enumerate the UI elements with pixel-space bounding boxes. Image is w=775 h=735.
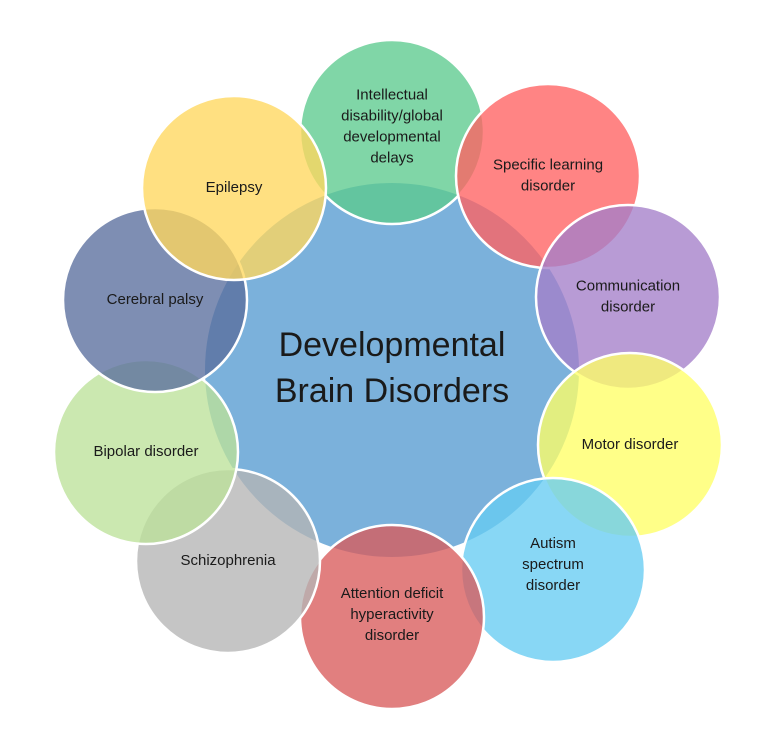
node-label-communication-line-2: disorder [601,298,655,315]
node-label-autism-line-3: disorder [526,577,580,594]
node-label-bipolar-line-1: Bipolar disorder [93,443,198,460]
node-label-intellectual-line-3: developmental [343,128,441,145]
node-label-intellectual-line-4: delays [370,149,413,166]
node-label-adhd-line-3: disorder [365,627,419,644]
node-label-cerebral-line-1: Cerebral palsy [107,291,204,308]
node-label-adhd-line-2: hyperactivity [350,606,434,623]
node-label-motor-line-1: Motor disorder [582,436,679,453]
center-title-line-1: Developmental [279,326,506,364]
node-label-epilepsy-line-1: Epilepsy [206,179,263,196]
node-label-learning-line-1: Specific learning [493,156,603,173]
node-label-intellectual-line-2: disability/global [341,107,443,124]
node-label-autism-line-2: spectrum [522,556,584,573]
node-label-learning-line-2: disorder [521,177,575,194]
circles-layer [52,38,724,711]
node-label-communication-line-1: Communication [576,277,680,294]
center-title-line-2: Brain Disorders [275,372,509,410]
node-label-intellectual-line-1: Intellectual [356,86,428,103]
labels-layer: Intellectual disability/global development… [93,86,680,644]
node-label-adhd-line-1: Attention deficit [341,585,444,602]
node-label-schizophrenia-line-1: Schizophrenia [180,552,276,569]
node-label-autism-line-1: Autism [530,535,576,552]
node-circle-epilepsy [140,94,328,282]
